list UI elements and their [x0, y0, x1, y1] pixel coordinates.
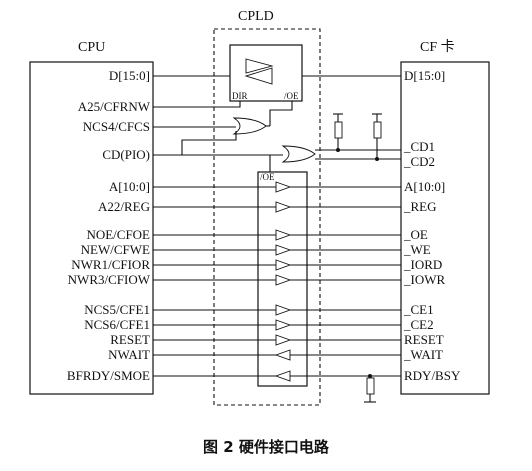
figure-caption: 图 2 硬件接口电路 — [203, 438, 330, 456]
cf-pin: _IORD — [403, 257, 442, 272]
buffer-gate-right — [275, 319, 292, 331]
oe-wire — [269, 101, 293, 126]
cf-pin: RESET — [404, 332, 444, 347]
pullup-resistor-rdy — [366, 377, 375, 395]
buffer-gate-right — [275, 334, 292, 346]
junction-dot — [336, 148, 340, 152]
buffer-gates — [274, 181, 292, 382]
cpu-pin: NWR3/CFIOW — [68, 272, 151, 287]
cpu-pin: NCS6/CFE1 — [84, 317, 150, 332]
buffer-gate-right — [275, 304, 292, 316]
cpu-pin: A25/CFRNW — [78, 99, 151, 114]
cpu-pin: NWAIT — [108, 347, 150, 362]
cpu-pin: A22/REG — [98, 199, 150, 214]
cpld-block — [213, 28, 321, 406]
cf-pin-labels: D[15:0] _CD1 _CD2 A[10:0] _REG _OE _WE _… — [403, 68, 461, 383]
cpu-pin: NOE/CFOE — [86, 227, 150, 242]
junction-dot — [368, 374, 372, 378]
cd-wire — [153, 131, 237, 156]
cpu-pin: NWR1/CFIOR — [71, 257, 150, 272]
cpu-pin: A[10:0] — [109, 179, 150, 194]
data-transceiver — [229, 44, 303, 102]
buffer-gate-right — [275, 229, 292, 241]
cf-pin: _OE — [403, 227, 428, 242]
cf-pin: A[10:0] — [404, 179, 445, 194]
cf-pin: _IOWR — [403, 272, 445, 287]
cf-pin: _WAIT — [403, 347, 443, 362]
buffer-gate-left — [274, 349, 291, 361]
cf-pin: _REG — [403, 199, 437, 214]
or-gate-cd — [281, 145, 316, 163]
cf-card-title: CF 卡 — [420, 39, 455, 55]
cpu-block — [29, 61, 154, 395]
cf-pin: _CE2 — [403, 317, 434, 332]
cf-pin: RDY/BSY — [404, 368, 461, 383]
cf-pin: _CD2 — [403, 154, 435, 169]
cpu-pin-labels: D[15:0] A25/CFRNW NCS4/CFCS CD(PIO) A[10… — [67, 68, 151, 383]
cpu-pin: CD(PIO) — [102, 147, 150, 162]
buffer-gate-right — [275, 274, 292, 286]
cpu-pin: RESET — [110, 332, 150, 347]
cf-pin: _CE1 — [403, 302, 434, 317]
cpu-pin: D[15:0] — [109, 68, 150, 83]
oe-label-bus: /OE — [260, 172, 275, 182]
cpu-pin: NCS5/CFE1 — [84, 302, 150, 317]
transceiver-buffer-b — [244, 67, 273, 85]
cf-card-block — [400, 61, 490, 395]
dir-wire — [153, 101, 241, 108]
buffer-array — [257, 171, 308, 387]
oe-label-top: /OE — [284, 91, 299, 101]
cf-pin: _CD1 — [403, 139, 435, 154]
oe-bus-wire — [269, 154, 283, 172]
buffer-gate-right — [275, 201, 292, 213]
cpu-title: CPU — [78, 40, 105, 55]
buffer-gate-right — [275, 181, 292, 193]
cpu-pin: NEW/CFWE — [81, 242, 150, 257]
buffer-gate-right — [275, 244, 292, 256]
wires — [153, 75, 401, 403]
buffer-gate-left — [274, 370, 291, 382]
transceiver-buffer-a — [245, 58, 274, 74]
cpu-pin: NCS4/CFCS — [83, 119, 150, 134]
cpld-title: CPLD — [238, 9, 274, 24]
cpu-pin: BFRDY/SMOE — [67, 368, 150, 383]
junction-dot — [375, 157, 379, 161]
pullup-resistor-cd2 — [373, 121, 382, 139]
or-gate-cfcs — [232, 117, 267, 135]
buffer-gate-right — [275, 259, 292, 271]
cf-pin: D[15:0] — [404, 68, 445, 83]
cf-pin: _WE — [403, 242, 431, 257]
pullup-resistor-cd1 — [334, 121, 343, 139]
dir-label: DIR — [232, 91, 248, 101]
